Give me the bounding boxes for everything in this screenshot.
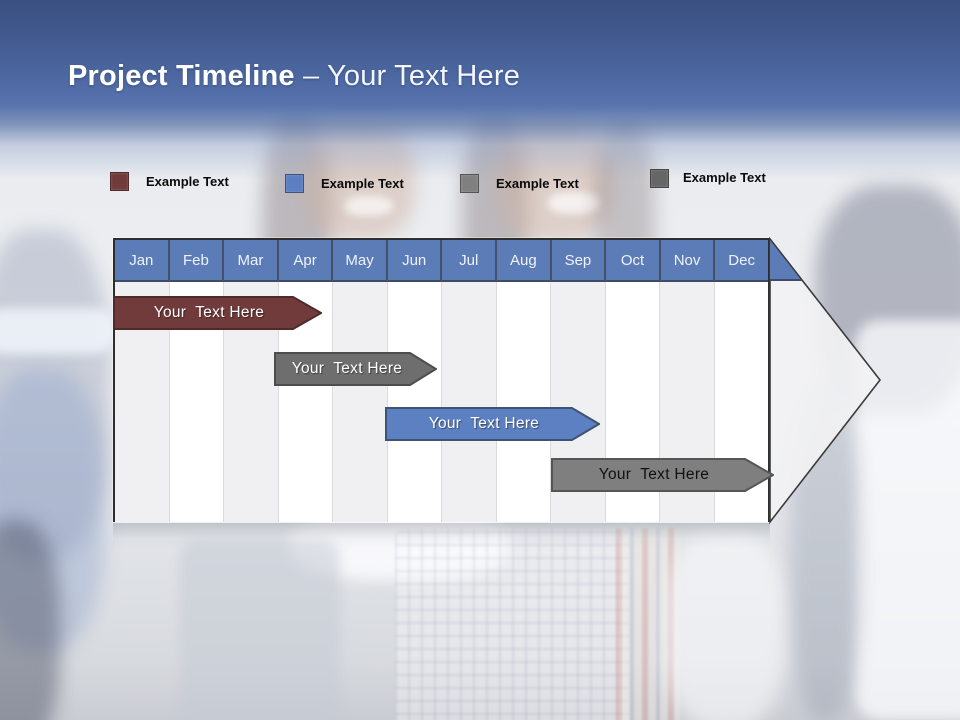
month-cell-oct: Oct <box>606 240 661 282</box>
timeline-arrow-head <box>769 237 882 524</box>
legend-item-1[interactable]: Example Text <box>110 171 229 191</box>
legend-swatch-blue <box>285 173 304 193</box>
legend-swatch-maroon <box>110 171 129 191</box>
slide-title[interactable]: Project Timeline – Your Text Here <box>68 60 520 93</box>
month-cell-apr: Apr <box>278 240 334 282</box>
slide-title-bold: Project Timeline <box>68 60 295 92</box>
table-reflection <box>113 523 770 549</box>
legend-swatch-darkgray <box>650 169 669 188</box>
month-cell-may: May <box>333 240 388 282</box>
month-header-row: Jan Feb Mar Apr May Jun Jul Aug Sep Oct … <box>115 240 768 282</box>
grid-column <box>496 282 551 522</box>
left-hangers-blur <box>0 308 115 354</box>
gantt-bar-4-shape <box>551 458 774 492</box>
legend-item-3[interactable]: Example Text <box>460 173 579 193</box>
grid-column <box>442 282 497 522</box>
gantt-bar-3-label: Your Text Here <box>428 415 540 432</box>
arrow-notch-edge <box>769 238 803 281</box>
month-cell-nov: Nov <box>660 240 716 282</box>
left-dark-corner-blur <box>0 520 60 720</box>
floor-highlight-blur <box>665 530 785 720</box>
legend-item-4[interactable]: Example Text <box>650 167 766 188</box>
trousers-blur <box>180 540 340 720</box>
left-rack-blur <box>0 230 110 560</box>
gantt-bar-4[interactable]: Your Text Here <box>551 458 774 492</box>
month-cell-aug: Aug <box>497 240 552 282</box>
arrow-head-shape <box>769 237 882 524</box>
month-cell-jun: Jun <box>387 240 443 282</box>
gantt-bar-1-label: Your Text Here <box>153 304 265 321</box>
month-cell-feb: Feb <box>169 240 225 282</box>
gantt-bar-1-shape <box>113 296 322 330</box>
gantt-bar-3[interactable]: Your Text Here <box>385 407 600 441</box>
gantt-bar-3-shape <box>385 407 600 441</box>
month-cell-jul: Jul <box>442 240 498 282</box>
grid-column <box>333 282 388 522</box>
month-cell-jan: Jan <box>115 240 170 282</box>
checkered-shirt-blur <box>395 528 630 720</box>
gantt-bar-1[interactable]: Your Text Here <box>113 296 322 330</box>
legend-label-2: Example Text <box>321 175 404 191</box>
legend-label-3: Example Text <box>496 175 579 191</box>
month-cell-mar: Mar <box>224 240 279 282</box>
gantt-bar-2-label: Your Text Here <box>291 360 403 377</box>
legend-label-4: Example Text <box>683 169 766 185</box>
grid-column <box>387 282 442 522</box>
month-cell-dec: Dec <box>715 240 768 282</box>
gantt-bar-2-shape <box>274 352 437 386</box>
gantt-bar-2[interactable]: Your Text Here <box>274 352 437 386</box>
slide-title-light: – Your Text Here <box>294 60 521 92</box>
gantt-bar-4-label: Your Text Here <box>598 466 710 483</box>
left-smile-blur <box>345 196 393 216</box>
legend-item-2[interactable]: Example Text <box>285 173 404 193</box>
right-smile-blur <box>548 192 600 214</box>
legend-label-1: Example Text <box>146 173 229 189</box>
legend-swatch-gray <box>460 173 479 193</box>
header-gradient-band <box>0 0 960 185</box>
left-clothes-blur <box>0 370 105 650</box>
month-cell-sep: Sep <box>551 240 607 282</box>
